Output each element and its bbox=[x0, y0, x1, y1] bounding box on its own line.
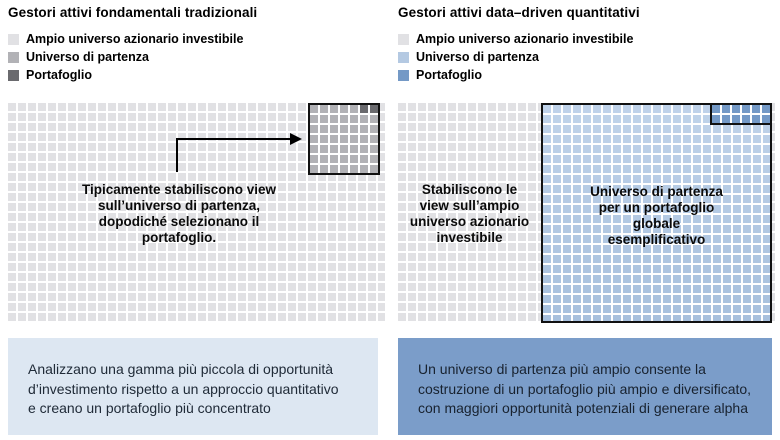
legend-quantitative: Ampio universo azionario investibile Uni… bbox=[398, 32, 634, 87]
footer-note-traditional: Analizzano una gamma più piccola di oppo… bbox=[8, 338, 378, 435]
legend-label: Portafoglio bbox=[416, 68, 482, 82]
legend-item-portfolio: Portafoglio bbox=[398, 68, 633, 82]
starting-universe-box-quantitative: Universo di partenza per un portafoglio … bbox=[541, 103, 772, 323]
note-quantitative-views: Stabiliscono le view sull’ampio universo… bbox=[409, 182, 530, 245]
legend-item-investable-universe: Ampio universo azionario investibile bbox=[398, 32, 634, 46]
legend-label: Ampio universo azionario investibile bbox=[26, 32, 244, 46]
footer-note-text: Un universo di partenza più ampio consen… bbox=[418, 361, 752, 416]
investable-universe-grid-traditional: Tipicamente stabiliscono view sull’unive… bbox=[8, 103, 385, 323]
legend-swatch-dark-gray-icon bbox=[8, 69, 19, 81]
legend-item-starting-universe: Universo di partenza bbox=[398, 50, 633, 64]
legend-item-portfolio: Portafoglio bbox=[8, 68, 243, 82]
panel-title-quantitative: Gestori attivi data–driven quantitativi bbox=[398, 5, 640, 20]
legend-swatch-light-blue-icon bbox=[398, 51, 409, 63]
footer-note-text: Analizzano una gamma più piccola di oppo… bbox=[28, 361, 339, 416]
legend-swatch-mid-gray-icon bbox=[8, 51, 19, 63]
investable-universe-grid-quantitative: Stabiliscono le view sull’ampio universo… bbox=[398, 103, 775, 323]
legend-swatch-light-gray-icon bbox=[398, 33, 409, 45]
panel-title-traditional: Gestori attivi fondamentali tradizionali bbox=[8, 5, 258, 20]
legend-traditional: Ampio universo azionario investibile Uni… bbox=[8, 32, 244, 87]
footer-note-quantitative: Un universo di partenza più ampio consen… bbox=[398, 338, 772, 435]
legend-item-investable-universe: Ampio universo azionario investibile bbox=[8, 32, 244, 46]
portfolio-cells-quantitative bbox=[710, 105, 770, 125]
legend-swatch-light-gray-icon bbox=[8, 33, 19, 45]
legend-swatch-mid-blue-icon bbox=[398, 69, 409, 81]
note-traditional-process: Tipicamente stabiliscono view sull’unive… bbox=[81, 182, 277, 245]
legend-label: Portafoglio bbox=[26, 68, 92, 82]
legend-label: Universo di partenza bbox=[416, 50, 539, 64]
legend-label: Ampio universo azionario investibile bbox=[416, 32, 634, 46]
note-starting-universe: Universo di partenza per un portafoglio … bbox=[590, 184, 723, 247]
legend-item-starting-universe: Universo di partenza bbox=[8, 50, 243, 64]
portfolio-cells-traditional bbox=[360, 105, 378, 113]
legend-label: Universo di partenza bbox=[26, 50, 149, 64]
starting-universe-box-traditional bbox=[308, 103, 380, 175]
